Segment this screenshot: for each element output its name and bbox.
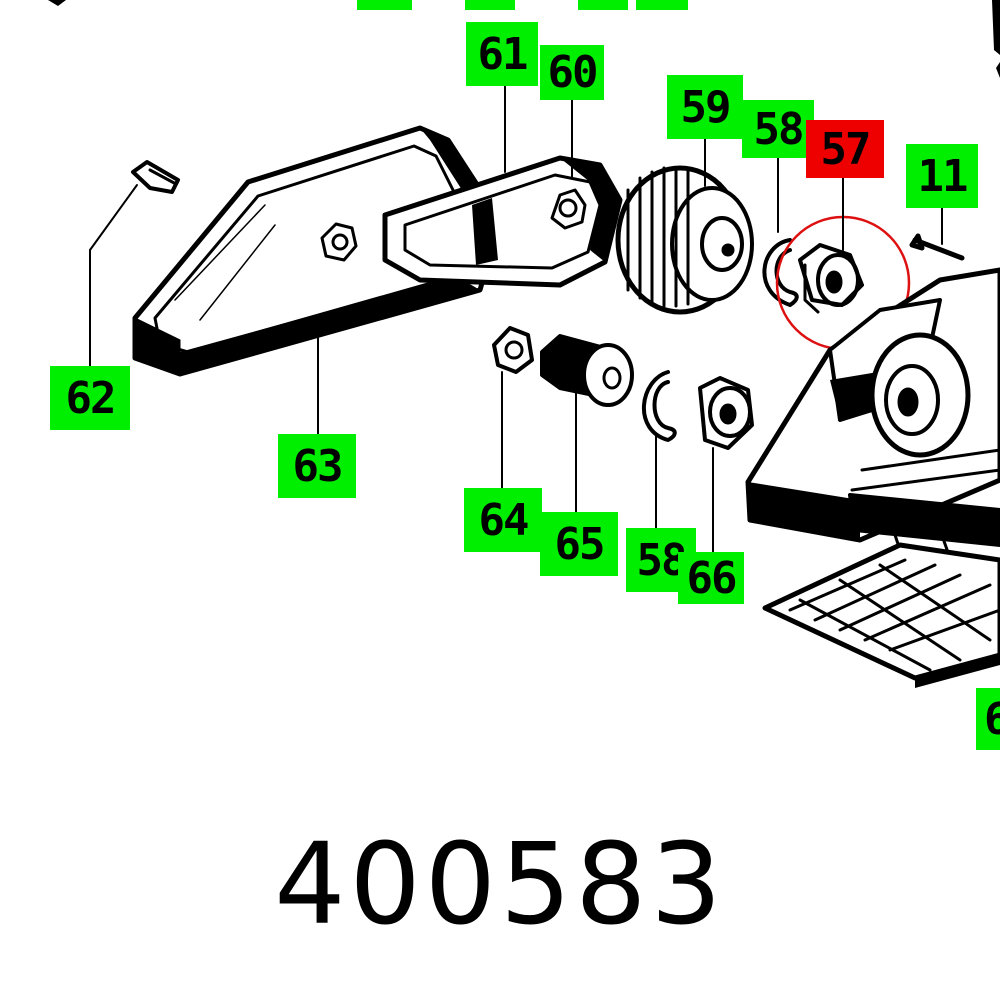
callout-label-11[interactable]: 11 bbox=[906, 144, 978, 208]
bushing-65 bbox=[540, 334, 634, 407]
callout-label-64[interactable]: 64 bbox=[464, 488, 542, 552]
base-plate bbox=[762, 542, 1000, 688]
callout-label-59[interactable]: 59 bbox=[667, 75, 743, 139]
cutoff-label-fragment bbox=[636, 0, 688, 10]
cutoff-label-fragment bbox=[578, 0, 628, 10]
nut-64 bbox=[492, 326, 534, 374]
callout-label-61[interactable]: 61 bbox=[466, 22, 538, 86]
bearing-57 bbox=[798, 243, 864, 314]
callout-label-58-upper[interactable]: 58 bbox=[742, 100, 814, 158]
part-number: 400583 bbox=[274, 820, 726, 950]
screw-11 bbox=[909, 233, 965, 261]
callout-label-57-selected[interactable]: 57 bbox=[806, 120, 884, 178]
callout-label-66[interactable]: 66 bbox=[678, 552, 744, 604]
leader-lines bbox=[89, 79, 943, 557]
toothed-pulley-59 bbox=[615, 165, 754, 315]
machine-housing bbox=[745, 267, 1000, 612]
cutoff-label-fragment bbox=[465, 0, 515, 10]
retaining-ring-58-lower bbox=[641, 370, 677, 442]
small-nut bbox=[320, 222, 358, 262]
callout-label-cutoff[interactable]: 6 bbox=[976, 688, 1000, 750]
callout-label-60[interactable]: 60 bbox=[540, 45, 604, 100]
bearing-66 bbox=[698, 376, 754, 450]
screw-62 bbox=[131, 160, 180, 194]
callout-label-63[interactable]: 63 bbox=[278, 434, 356, 498]
callout-label-65[interactable]: 65 bbox=[540, 512, 618, 576]
cutoff-label-fragment bbox=[357, 0, 412, 10]
toothed-belt-61 bbox=[382, 155, 623, 288]
retaining-ring-58 bbox=[762, 238, 799, 307]
drive-belt-63 bbox=[132, 125, 503, 377]
callout-label-62[interactable]: 62 bbox=[50, 366, 130, 430]
